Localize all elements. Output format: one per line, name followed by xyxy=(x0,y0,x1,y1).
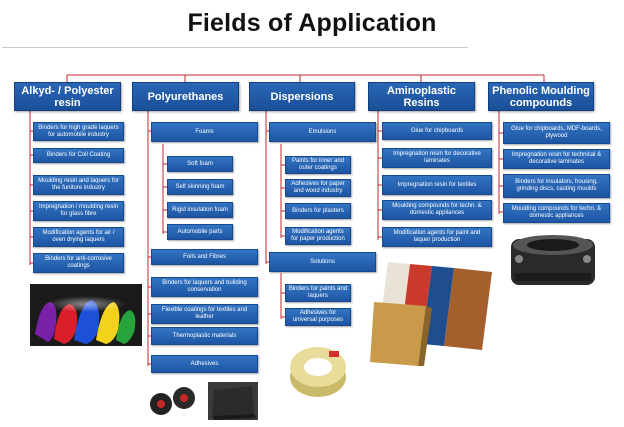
alkyd-item: Moulding resin and laquers for the funit… xyxy=(33,175,124,195)
phenolic-item: Binders for insulators, housing, grindin… xyxy=(503,174,610,198)
solution-item: Binders for paints and laquers xyxy=(285,284,351,302)
alkyd-item: Binders for high grade laquers for autom… xyxy=(33,122,124,141)
header-alkyd-polyester: Alkyd- / Polyester resin xyxy=(14,82,121,111)
phenolic-item: Moulding compounds for techn. & domestic… xyxy=(503,203,610,223)
aminoplastic-item: Glue for chipboards xyxy=(382,122,492,140)
polyurethane-foams: Foams xyxy=(151,122,258,142)
alkyd-item: Binders for Coil Coating xyxy=(33,148,124,163)
header-polyurethanes: Polyurethanes xyxy=(132,82,239,111)
alkyd-item: Impregnation / moulding resin for glass … xyxy=(33,201,124,221)
black-foam-photo xyxy=(208,382,258,420)
aminoplastic-item: Moulding compounds for techn. & domestic… xyxy=(382,200,492,220)
phenolic-item: Glue for chipboards, MDF-boards, plywood xyxy=(503,122,610,144)
aminoplastic-item: Modification agents for paint and laquer… xyxy=(382,227,492,247)
alkyd-item: Modification agents for air / oven dryin… xyxy=(33,227,124,247)
foam-item: Rigid insulation foam xyxy=(167,202,233,218)
header-aminoplastic: Aminoplastic Resins xyxy=(368,82,475,111)
polyurethane-item: Foils and Fibres xyxy=(151,249,258,265)
solution-item: Adhesives for universal purposes xyxy=(285,308,351,326)
header-phenolic: Phenolic Moulding compounds xyxy=(488,82,594,111)
engine-block-photo xyxy=(505,229,601,291)
dispersions-solutions: Solutions xyxy=(269,252,376,272)
emulsion-item: Modification agents for paper production xyxy=(285,227,351,245)
polyurethane-item: Flexible coatings for textiles and leath… xyxy=(151,304,258,324)
dispersions-emulsions: Emulsions xyxy=(269,122,376,142)
laminate-panels-photo xyxy=(370,262,494,368)
foam-item: Automobile parts xyxy=(167,224,233,240)
paint-splash-photo xyxy=(30,284,142,346)
aminoplastic-item: Impregnation resin for decorative lamina… xyxy=(382,148,492,168)
foam-item: Soft foam xyxy=(167,156,233,172)
polyurethane-item: Thermoplastic materials xyxy=(151,327,258,345)
title-divider xyxy=(2,47,468,48)
tape-roll-photo xyxy=(287,337,349,399)
alkyd-item: Binders for anti-corrosive coatings xyxy=(33,253,124,273)
page-title: Fields of Application xyxy=(187,9,437,37)
aminoplastic-item: Impregnation resin for textiles xyxy=(382,175,492,195)
emulsion-item: Adhesives for paper and wood industry xyxy=(285,179,351,197)
emulsion-item: Paints for inner and outer coatings xyxy=(285,156,351,174)
polyurethane-item: Binders for laquers and building conserv… xyxy=(151,277,258,297)
phenolic-item: Impregnation resin for technical & decor… xyxy=(503,149,610,169)
header-dispersions: Dispersions xyxy=(249,82,355,111)
emulsion-item: Binders for plasters xyxy=(285,203,351,219)
wheels-photo xyxy=(148,382,200,419)
foam-item: Self skinning foam xyxy=(167,179,233,195)
polyurethane-item: Adhesives xyxy=(151,355,258,373)
